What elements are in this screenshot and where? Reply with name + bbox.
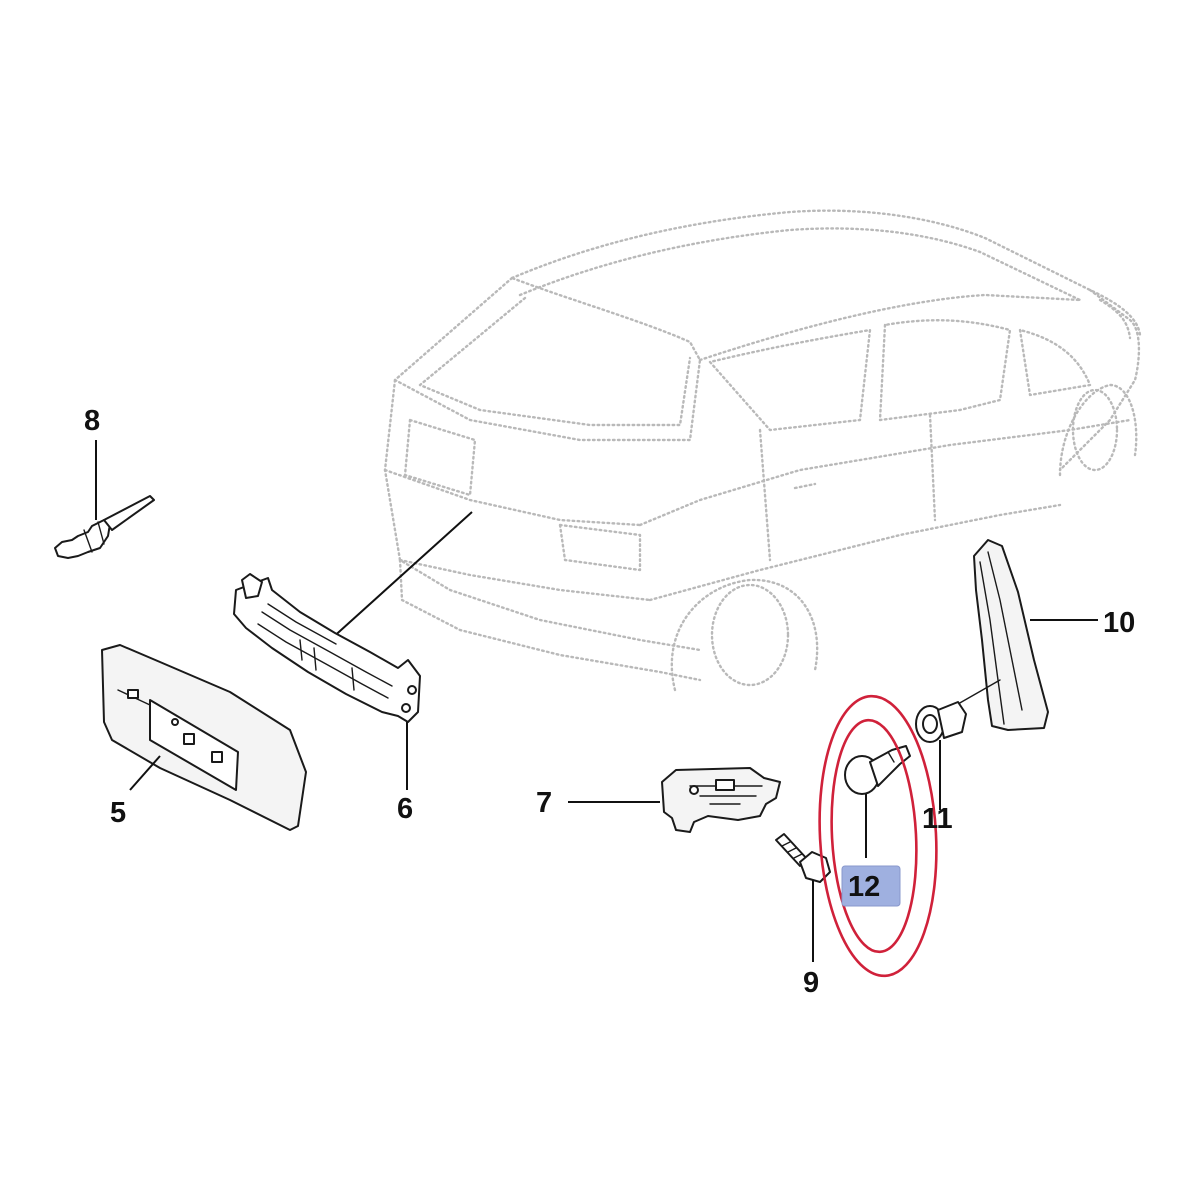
push-rivet-icon: [54, 440, 155, 559]
grille-bracket-icon: [233, 573, 421, 790]
callout-9[interactable]: 9: [803, 967, 819, 999]
highlight-ring: [818, 694, 938, 978]
callout-7[interactable]: 7: [536, 787, 552, 819]
callout-11[interactable]: 11: [922, 803, 953, 835]
grommet-icon: [915, 701, 967, 810]
leader-6-car: [329, 511, 473, 641]
callout-5[interactable]: 5: [110, 797, 126, 829]
callout-12[interactable]: 12: [848, 871, 880, 903]
callout-12-highlight-badge: [841, 865, 901, 907]
callout-8[interactable]: 8: [84, 405, 100, 437]
callout-10[interactable]: 10: [1103, 607, 1135, 639]
license-plate-bracket-icon: [101, 644, 307, 831]
callout-6[interactable]: 6: [397, 793, 413, 825]
hatchback-car-outline-icon: [383, 209, 1142, 692]
mounting-clip-icon: [568, 767, 781, 833]
push-pin-icon: [844, 745, 911, 858]
side-molding-strip-icon: [957, 539, 1098, 731]
